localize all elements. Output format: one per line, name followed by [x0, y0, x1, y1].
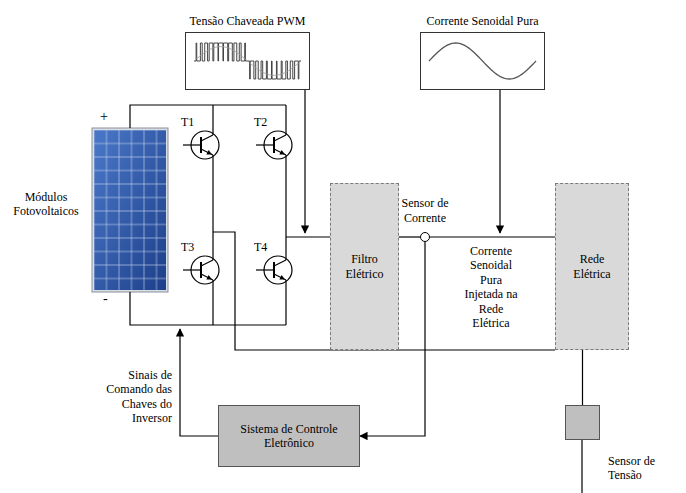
current-sensor: Sensor de Corrente — [420, 232, 430, 242]
module-label: Módulos Fotovoltaicos — [4, 190, 88, 219]
box-heading: Tensão Chaveada PWM — [166, 14, 329, 28]
inverter-wiring — [130, 90, 582, 493]
current-note: Corrente Senoidal Pura Injetada na Rede … — [462, 244, 520, 330]
box-label: Filtro Elétrico — [331, 252, 398, 281]
box-heading: Corrente Senoidal Pura — [401, 14, 564, 28]
transistor-symbol — [183, 131, 292, 284]
box-heading: Sensor de Tensão — [608, 454, 670, 483]
transistor-label: T2 — [254, 115, 267, 129]
terminal-sign: - — [103, 291, 108, 308]
waveform-box: Tensão Chaveada PWM — [185, 32, 310, 90]
filter-block: Filtro Elétrico — [330, 183, 399, 350]
wire-connector — [582, 350, 583, 405]
box-label: Sistema de Controle Eletrônico — [219, 422, 359, 451]
transistor-label: T3 — [181, 240, 194, 254]
wire-connector — [430, 236, 555, 237]
grid-block: Rede Elétrica — [555, 183, 629, 350]
signal-note: Sinais de Comando das Chaves do Inversor — [106, 368, 172, 426]
control-box: Sistema de Controle Eletrônico — [218, 405, 360, 467]
pv-module — [92, 128, 168, 292]
terminal-sign: + — [100, 109, 108, 126]
box-heading: Sensor de Corrente — [394, 196, 456, 225]
transistor-label: T1 — [181, 115, 194, 129]
box-label: Rede Elétrica — [556, 252, 628, 281]
waveform-plot — [186, 33, 309, 89]
waveform-plot — [421, 33, 544, 89]
transistor-label: T4 — [254, 240, 267, 254]
waveform-box: Corrente Senoidal Pura — [420, 32, 545, 90]
wire-connector — [399, 236, 420, 237]
voltage-sensor: Sensor de Tensão — [565, 405, 600, 440]
